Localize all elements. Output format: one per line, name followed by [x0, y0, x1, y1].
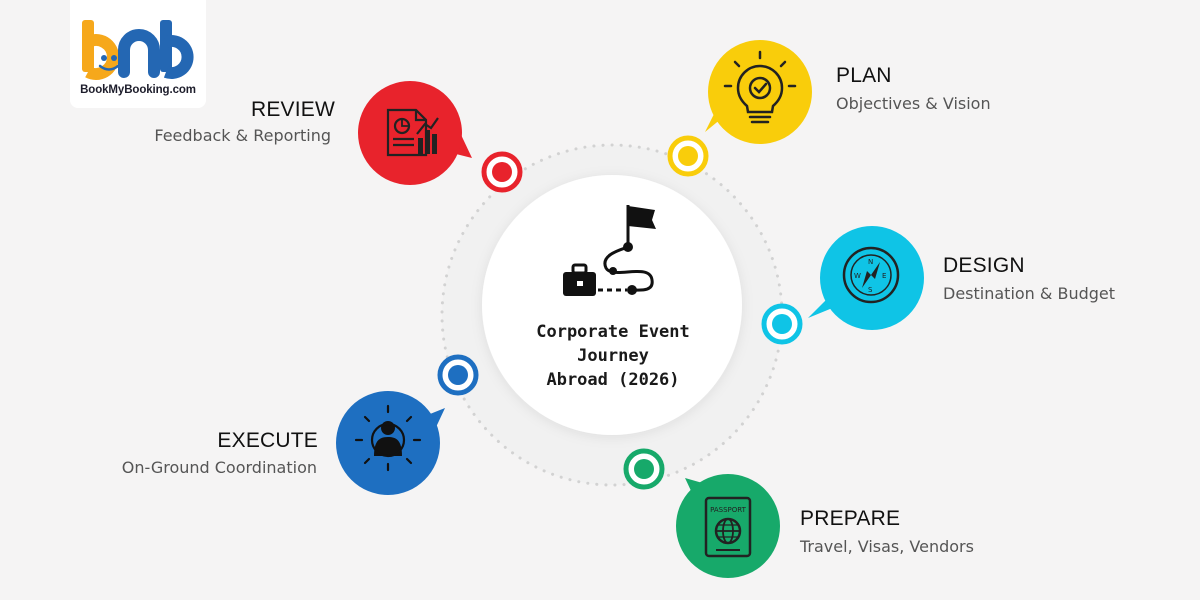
- plan-title: PLAN: [836, 64, 892, 87]
- brand-logo: [82, 20, 194, 80]
- prepare-bubble: [676, 474, 780, 578]
- svg-text:PASSPORT: PASSPORT: [710, 506, 747, 514]
- stage-design: N S W E: [761, 226, 924, 345]
- design-bubble: [820, 226, 924, 330]
- center-circle: [482, 175, 742, 435]
- execute-title: EXECUTE: [217, 429, 318, 452]
- journey-flag-icon: [563, 205, 656, 296]
- center-title-line-3: Abroad (2026): [546, 370, 680, 390]
- brand-name: BookMyBooking.com: [80, 84, 196, 96]
- report-chart-icon: [386, 108, 439, 157]
- design-subtitle: Destination & Budget: [943, 284, 1116, 303]
- svg-text:W: W: [854, 272, 861, 280]
- prepare-node-dot: [634, 459, 654, 479]
- passport-icon: PASSPORT: [704, 496, 752, 558]
- review-bubble: [358, 81, 462, 185]
- svg-text:S: S: [868, 286, 873, 294]
- lightbulb-check-icon: [723, 50, 797, 124]
- stage-review: [358, 81, 523, 193]
- prepare-subtitle: Travel, Visas, Vendors: [800, 537, 974, 556]
- plan-node-dot: [678, 146, 698, 166]
- svg-text:N: N: [868, 258, 873, 266]
- center-title-line-1: Corporate Event: [536, 322, 690, 342]
- plan-subtitle: Objectives & Vision: [836, 94, 991, 113]
- center-title-line-2: Journey: [577, 346, 649, 366]
- stage-prepare: PASSPORT: [623, 448, 780, 578]
- review-subtitle: Feedback & Reporting: [154, 126, 331, 145]
- center-title: Corporate Event Journey Abroad (2026): [513, 320, 713, 392]
- execute-subtitle: On-Ground Coordination: [121, 458, 317, 477]
- design-node-dot: [772, 314, 792, 334]
- review-node-dot: [492, 162, 512, 182]
- review-title: REVIEW: [250, 98, 335, 121]
- coordination-person-icon: [354, 404, 422, 472]
- stage-execute: [336, 354, 479, 495]
- compass-icon: N S W E: [842, 246, 900, 304]
- svg-text:E: E: [882, 272, 886, 280]
- prepare-title: PREPARE: [800, 507, 901, 530]
- stage-plan: [667, 40, 812, 177]
- execute-node-dot: [448, 365, 468, 385]
- design-title: DESIGN: [943, 254, 1025, 277]
